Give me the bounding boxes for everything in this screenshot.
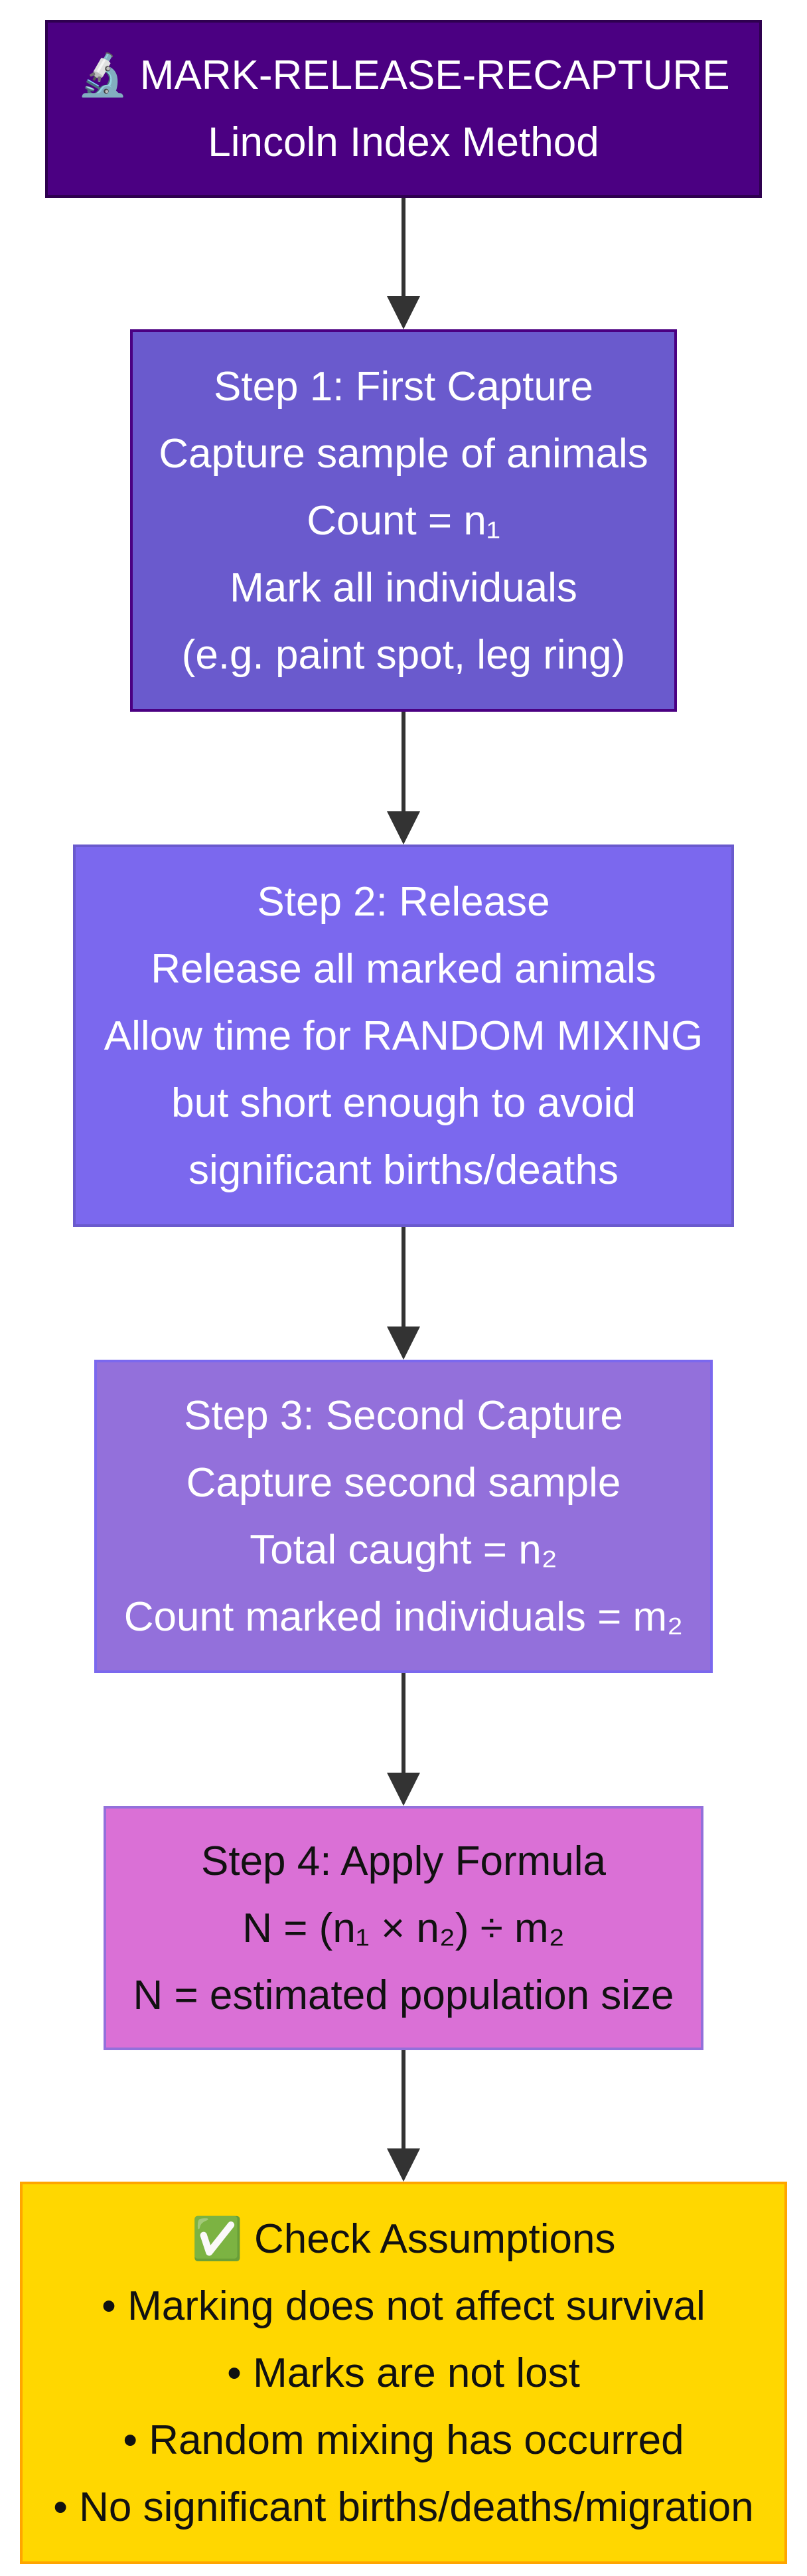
edge-title-to-step1 bbox=[402, 198, 405, 296]
arrowhead-step2 bbox=[387, 811, 420, 845]
step1-text: Capture sample of animals bbox=[159, 430, 648, 477]
arrowhead-step4 bbox=[387, 1773, 420, 1806]
step3-heading: Step 3: Second Capture bbox=[184, 1393, 623, 1439]
step1-text: Mark all individuals bbox=[230, 564, 577, 611]
arrowhead-step3 bbox=[387, 1327, 420, 1360]
arrowhead-step1 bbox=[387, 296, 420, 329]
step2-heading: Step 2: Release bbox=[257, 878, 550, 925]
step3-text: Total caught = n₂ bbox=[250, 1527, 557, 1573]
edge-step2-to-step3 bbox=[402, 1227, 405, 1327]
step4-formula: N = (n₁ × n₂) ÷ m₂ bbox=[242, 1905, 565, 1951]
step2-text: Release all marked animals bbox=[151, 945, 656, 992]
edge-step3-to-step4 bbox=[402, 1673, 405, 1773]
step2-node: Step 2: Release Release all marked anima… bbox=[73, 845, 734, 1227]
step1-text: (e.g. paint spot, leg ring) bbox=[181, 631, 626, 678]
assumption-item: • Random mixing has occurred bbox=[123, 2417, 684, 2463]
assumptions-heading: ✅ Check Assumptions bbox=[191, 2215, 616, 2262]
title-node-subtitle: Lincoln Index Method bbox=[208, 120, 599, 165]
assumptions-node: ✅ Check Assumptions • Marking does not a… bbox=[20, 2182, 787, 2564]
step3-text: Capture second sample bbox=[186, 1460, 621, 1506]
step2-text: Allow time for RANDOM MIXING bbox=[104, 1012, 703, 1059]
step4-node: Step 4: Apply Formula N = (n₁ × n₂) ÷ m₂… bbox=[104, 1806, 703, 2050]
edge-step4-to-assumptions bbox=[402, 2050, 405, 2148]
step1-text: Count = n₁ bbox=[307, 497, 500, 544]
step2-text: but short enough to avoid bbox=[171, 1080, 636, 1126]
step3-text: Count marked individuals = m₂ bbox=[123, 1594, 684, 1640]
step1-node: Step 1: First Capture Capture sample of … bbox=[130, 329, 677, 712]
assumption-item: • No significant births/deaths/migration bbox=[53, 2484, 754, 2530]
arrowhead-assumptions bbox=[387, 2148, 420, 2182]
edge-step1-to-step2 bbox=[402, 712, 405, 811]
assumption-item: • Marking does not affect survival bbox=[102, 2283, 705, 2329]
step3-node: Step 3: Second Capture Capture second sa… bbox=[94, 1360, 713, 1673]
title-node: 🔬 MARK-RELEASE-RECAPTURE Lincoln Index M… bbox=[45, 20, 762, 198]
assumption-item: • Marks are not lost bbox=[227, 2350, 580, 2396]
step2-text: significant births/deaths bbox=[188, 1147, 619, 1193]
step4-text: N = estimated population size bbox=[133, 1972, 674, 2018]
step1-heading: Step 1: First Capture bbox=[213, 363, 594, 410]
title-node-heading: 🔬 MARK-RELEASE-RECAPTURE bbox=[77, 52, 730, 98]
step4-heading: Step 4: Apply Formula bbox=[201, 1838, 606, 1884]
